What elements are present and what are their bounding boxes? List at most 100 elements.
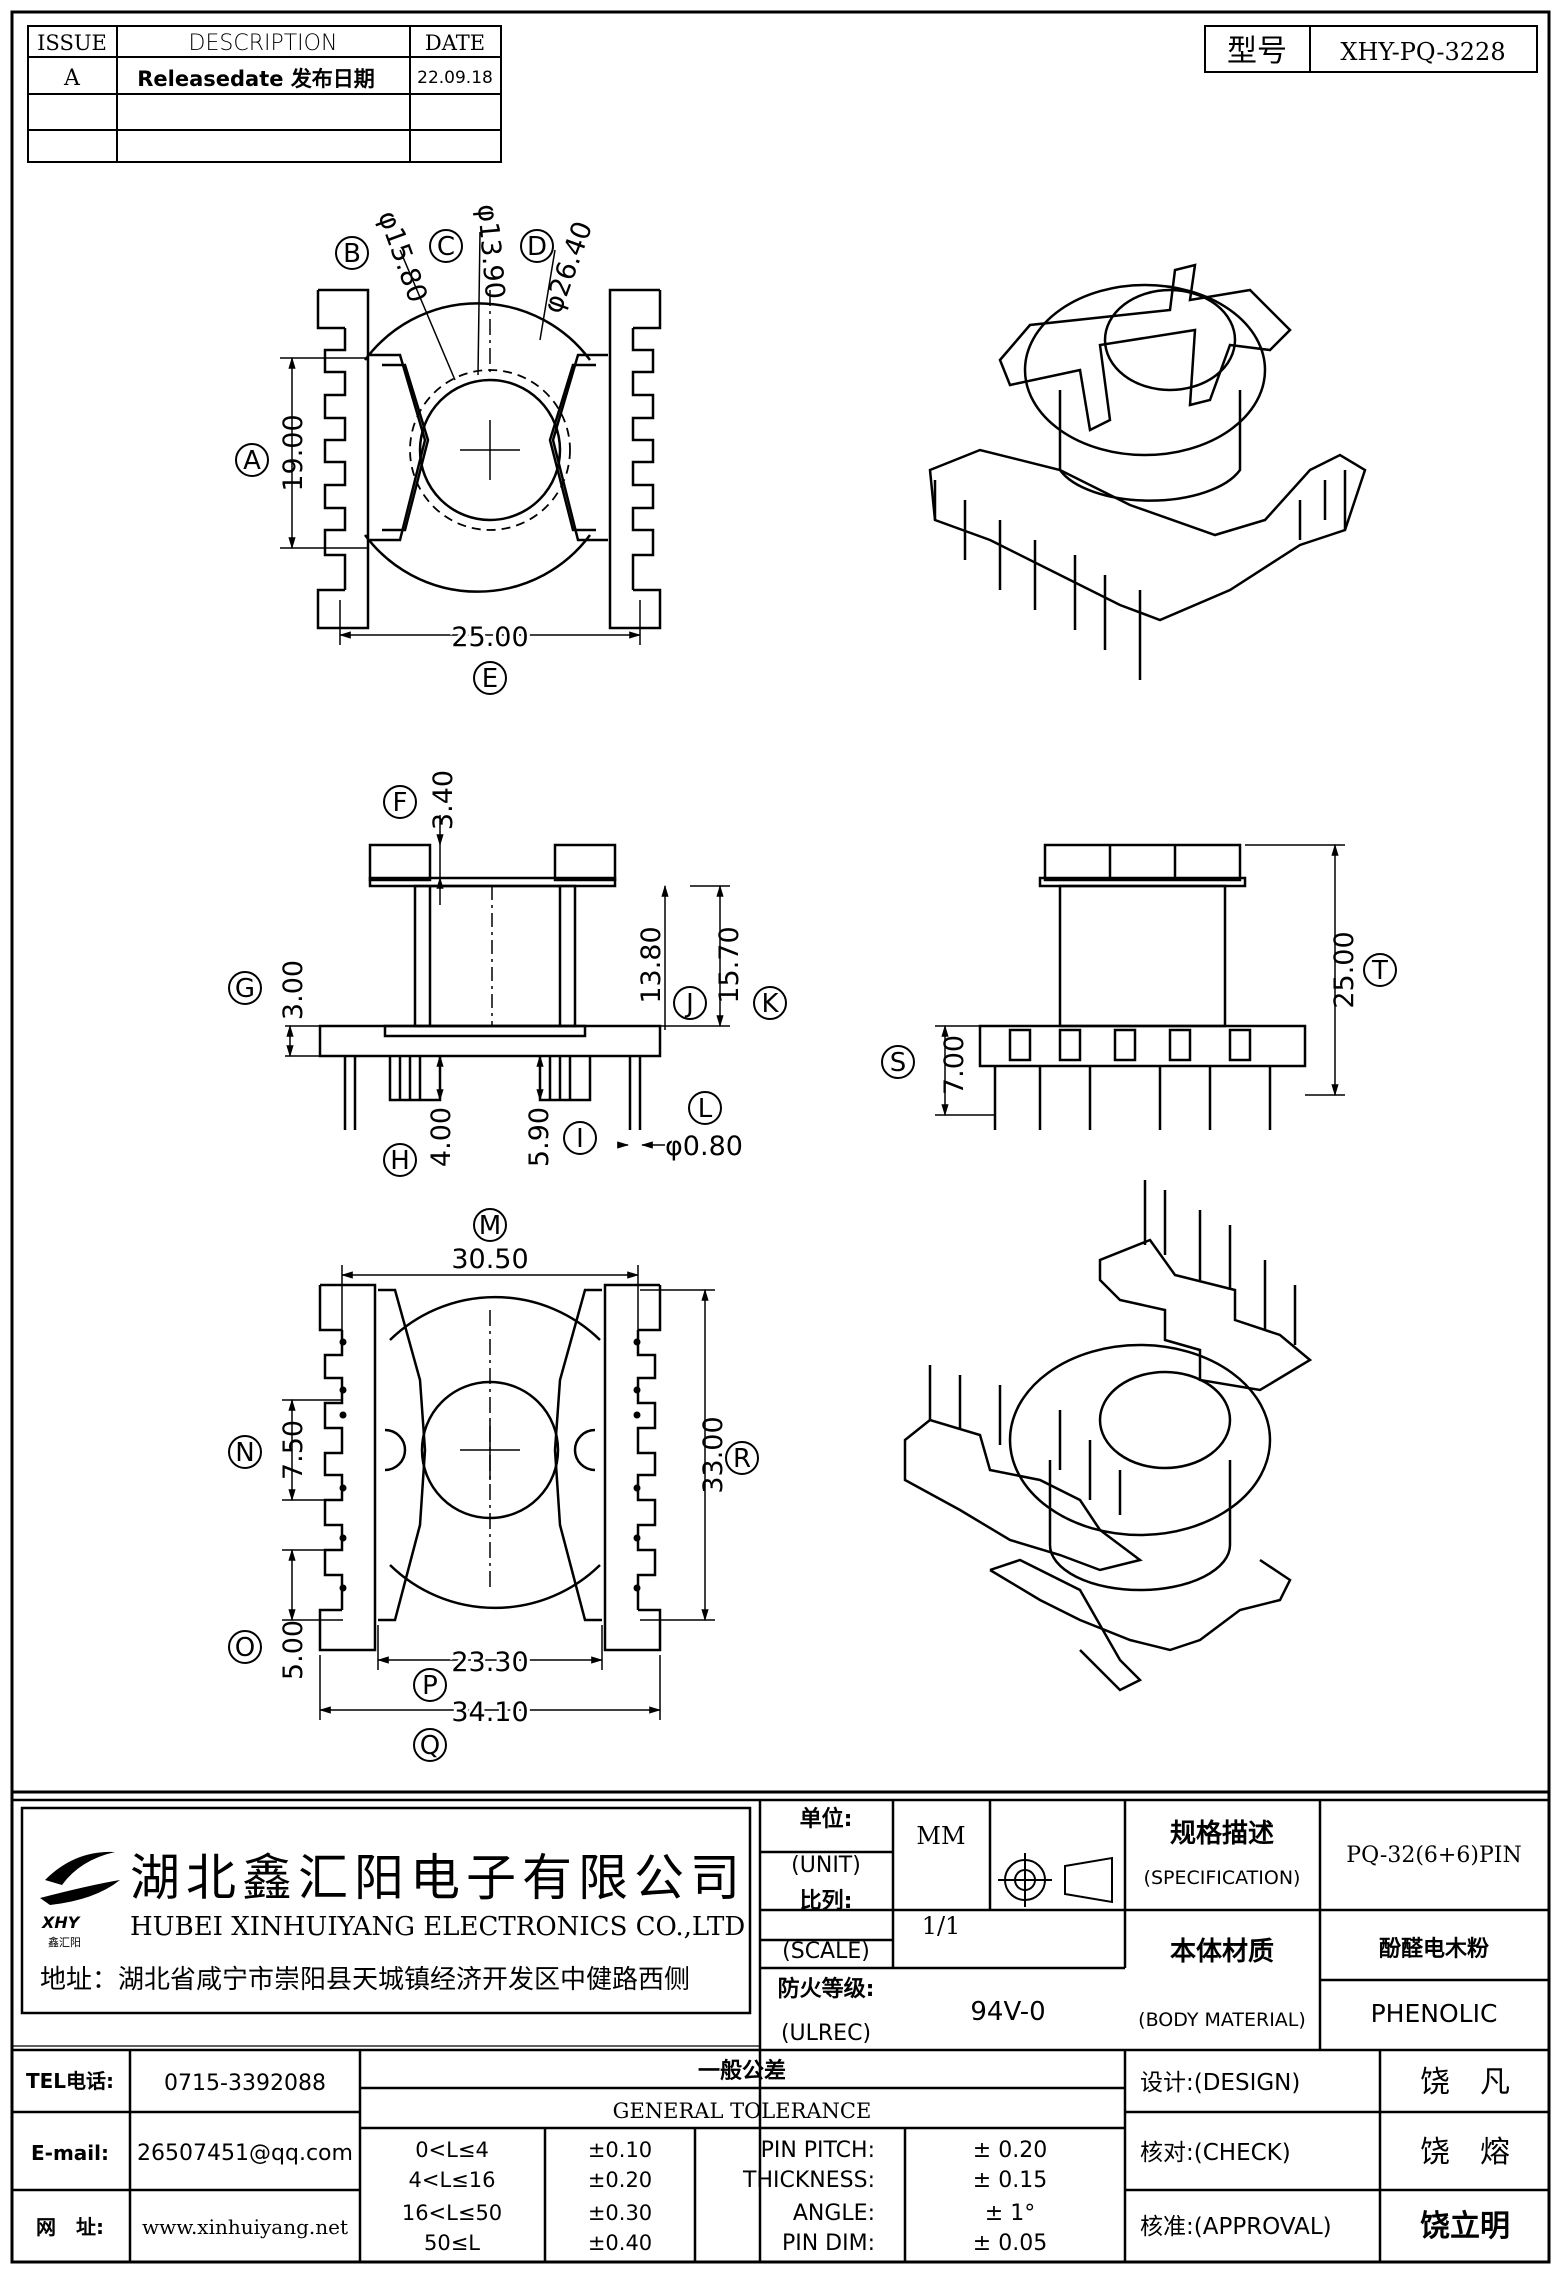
callout-g: G	[228, 971, 262, 1005]
svg-text:L: L	[698, 1094, 713, 1124]
svg-text:± 0.05: ± 0.05	[973, 2231, 1047, 2256]
svg-text:±0.20: ±0.20	[588, 2168, 652, 2192]
svg-text:A: A	[243, 446, 261, 476]
callout-s: S	[881, 1045, 915, 1079]
svg-text:Q: Q	[420, 1731, 440, 1761]
callout-q: Q	[413, 1728, 447, 1762]
callout-k: K	[753, 986, 787, 1020]
svg-text:鑫汇阳: 鑫汇阳	[48, 1935, 81, 1949]
svg-text:O: O	[235, 1633, 255, 1663]
callout-d: D	[520, 229, 554, 263]
side-view	[318, 843, 662, 1130]
dim-o: 5.00	[278, 1620, 309, 1680]
svg-text:H: H	[390, 1146, 410, 1176]
email-value: 26507451@qq.com	[137, 2141, 353, 2166]
material-label: 本体材质	[1170, 1937, 1274, 1967]
svg-text:G: G	[235, 974, 255, 1004]
rev-header-date: DATE	[425, 31, 485, 55]
dim-l: φ0.80	[665, 1131, 743, 1162]
dim-r: 33.00	[698, 1416, 729, 1493]
svg-text:T: T	[1371, 956, 1388, 986]
dim-n: 7.50	[278, 1420, 309, 1480]
approval-value: 饶立明	[1420, 2209, 1510, 2244]
callout-j: J	[673, 986, 707, 1020]
tolerance-title-cn: 一般公差	[698, 2058, 786, 2084]
dim-t: 25.00	[1329, 931, 1360, 1008]
dim-f: 3.40	[428, 770, 459, 830]
callout-e: E	[473, 661, 507, 695]
svg-text:PIN PITCH:: PIN PITCH:	[761, 2138, 875, 2163]
iso-view-bottom	[903, 1180, 1313, 1692]
unit-value: MM	[916, 1822, 965, 1850]
dim-k: 15.70	[714, 926, 745, 1003]
front-view	[978, 843, 1307, 1130]
ulrec-label-en: (ULREC)	[781, 2021, 871, 2046]
bottom-view-holes	[339, 1338, 641, 1592]
svg-text:K: K	[761, 989, 779, 1019]
svg-text:16<L≤50: 16<L≤50	[402, 2201, 502, 2225]
title-block-grid	[12, 1790, 1549, 2262]
tolerance-ranges: 0<L≤4 4<L≤16 16<L≤50 50≤L ±0.10 ±0.20 ±0…	[402, 2138, 652, 2255]
dim-q: 34.10	[451, 1697, 528, 1728]
svg-text:P: P	[422, 1671, 438, 1701]
svg-text:D: D	[527, 232, 547, 262]
scale-value: 1/1	[922, 1912, 961, 1940]
svg-text:S: S	[890, 1048, 907, 1078]
company-address: 地址：湖北省咸宁市崇阳县天城镇经济开发区中健路西侧	[40, 1965, 690, 1995]
dim-i: 5.90	[524, 1107, 555, 1167]
dim-g: 3.00	[278, 960, 309, 1020]
dim-m: 30.50	[451, 1244, 528, 1275]
web-value: www.xinhuiyang.net	[142, 2215, 348, 2239]
callout-c: C	[429, 229, 463, 263]
svg-text:ANGLE:: ANGLE:	[793, 2201, 875, 2226]
svg-text:± 0.20: ± 0.20	[973, 2138, 1047, 2163]
callout-f: F	[383, 785, 417, 819]
callout-h: H	[383, 1143, 417, 1177]
scale-label-en: (SCALE)	[782, 1939, 870, 1964]
rev-header-issue: ISSUE	[37, 31, 107, 55]
check-value: 饶 熔	[1420, 2135, 1510, 2170]
svg-text:± 0.15: ± 0.15	[973, 2168, 1047, 2193]
model-value: XHY-PQ-3228	[1340, 38, 1505, 66]
material-label-en: (BODY MATERIAL)	[1138, 2009, 1306, 2031]
callout-l: L	[688, 1091, 722, 1125]
callout-n: N	[228, 1435, 262, 1469]
company-name-cn: 湖北鑫汇阳电子有限公司	[130, 1849, 746, 1907]
svg-text:±0.10: ±0.10	[588, 2138, 652, 2162]
svg-text:XHY: XHY	[41, 1913, 81, 1932]
iso-view-top	[928, 263, 1367, 680]
svg-text:I: I	[576, 1124, 584, 1154]
web-label: 网 址:	[36, 2215, 104, 2239]
material-cn: 酚醛电木粉	[1379, 1937, 1489, 1962]
dim-a: 19.00	[278, 414, 309, 491]
svg-text:± 1°: ± 1°	[985, 2201, 1035, 2226]
spec-value: PQ-32(6+6)PIN	[1346, 1843, 1521, 1868]
callout-p: P	[413, 1668, 447, 1702]
projection-symbol	[998, 1853, 1113, 1907]
dim-e: 25.00	[451, 622, 528, 653]
dim-s: 7.00	[939, 1035, 970, 1095]
svg-text:M: M	[479, 1211, 501, 1241]
ulrec-value: 94V-0	[970, 1997, 1045, 2027]
dim-c: φ13.90	[471, 203, 510, 300]
material-value: PHENOLIC	[1371, 1999, 1498, 2028]
dim-j: 13.80	[636, 926, 667, 1003]
unit-label-en: (UNIT)	[791, 1853, 861, 1878]
svg-text:C: C	[437, 232, 455, 262]
rev-row-issue: A	[63, 66, 81, 91]
unit-label: 单位:	[800, 1806, 853, 1832]
design-value: 饶 凡	[1420, 2065, 1510, 2100]
dim-b: φ15.80	[371, 207, 433, 307]
dim-h: 4.00	[426, 1107, 457, 1167]
callout-i: I	[563, 1121, 597, 1155]
rev-header-description: DESCRIPTION	[189, 31, 338, 56]
callout-o: O	[228, 1630, 262, 1664]
revision-table	[27, 25, 502, 163]
spec-label: 规格描述	[1170, 1818, 1274, 1849]
model-box	[1204, 25, 1538, 73]
ulrec-label: 防火等级:	[778, 1976, 875, 2002]
rev-row-date: 22.09.18	[417, 68, 493, 88]
company-name-en: HUBEI XINHUIYANG ELECTRONICS CO.,LTD	[130, 1912, 745, 1942]
callout-b: B	[335, 236, 369, 270]
